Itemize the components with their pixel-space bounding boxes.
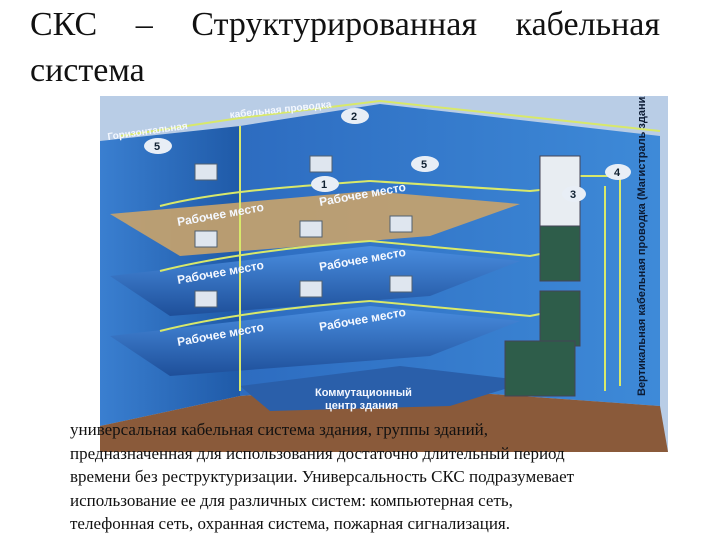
floor-3 <box>110 306 520 376</box>
workstations <box>194 155 413 308</box>
caption-text: универсальная кабельная система здания, … <box>70 418 690 536</box>
marker-5a: 5 <box>154 141 160 153</box>
rack-floor-3 <box>539 290 581 347</box>
slide-title: СКС – Структурированная кабельная систем… <box>30 6 660 89</box>
caption-line-3: времени без реструктуризации. Универсаль… <box>70 467 575 486</box>
caption-line-1: универсальная кабельная система здания, … <box>70 420 489 439</box>
label-comm-center-1: Коммутационный <box>315 387 412 399</box>
caption-line-4: использование ее для различных систем: к… <box>70 490 513 510</box>
diagram-canvas: Горизонтальная кабельная проводка Вертик… <box>100 96 668 452</box>
scs-building-diagram: Горизонтальная кабельная проводка Вертик… <box>100 96 668 452</box>
ground <box>100 386 668 452</box>
rack-center <box>504 340 576 397</box>
marker-3: 3 <box>570 189 576 201</box>
rack-floor-2 <box>539 225 581 282</box>
marker-5b: 5 <box>421 159 427 171</box>
marker-2: 2 <box>351 111 357 123</box>
caption-line-2: предназначенная для использования достат… <box>70 443 565 463</box>
label-vertical: Вертикальная кабельная проводка (Магистр… <box>636 96 648 396</box>
marker-4: 4 <box>614 167 621 179</box>
floor-base <box>240 366 530 411</box>
caption-line-5: телефонная сеть, охранная система, пожар… <box>70 514 510 533</box>
label-comm-center-2: центр здания <box>325 400 398 412</box>
marker-group: 1 2 3 4 5 5 <box>144 108 631 202</box>
marker-1: 1 <box>321 179 327 191</box>
